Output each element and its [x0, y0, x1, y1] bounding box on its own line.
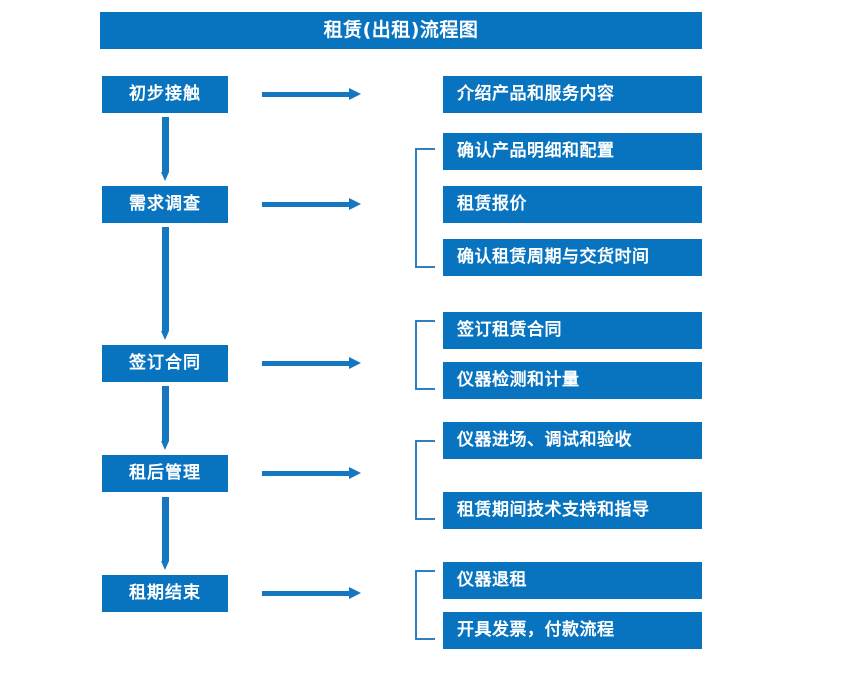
right-arrow-icon-5: [262, 586, 361, 600]
group-bracket-4: [415, 570, 435, 640]
detail-box-2[interactable]: 确认产品明细和配置: [443, 133, 702, 170]
stage-box-2[interactable]: 需求调查: [102, 186, 228, 223]
detail-box-5[interactable]: 签订租赁合同: [443, 312, 702, 349]
detail-box-7[interactable]: 仪器进场、调试和验收: [443, 422, 702, 459]
detail-box-8[interactable]: 租赁期间技术支持和指导: [443, 492, 702, 529]
stage-box-4[interactable]: 租后管理: [102, 455, 228, 492]
stage-label-2: 需求调查: [129, 194, 201, 214]
group-bracket-1: [415, 148, 435, 268]
detail-label-1: 介绍产品和服务内容: [457, 84, 615, 104]
stage-label-1: 初步接触: [129, 84, 201, 104]
detail-label-3: 租赁报价: [457, 194, 527, 214]
down-arrow-icon-3: [161, 386, 170, 450]
detail-box-1[interactable]: 介绍产品和服务内容: [443, 76, 702, 113]
right-arrow-icon-4: [262, 466, 361, 480]
stage-label-4: 租后管理: [129, 463, 201, 483]
detail-label-9: 仪器退租: [457, 570, 527, 590]
detail-box-3[interactable]: 租赁报价: [443, 186, 702, 223]
detail-box-9[interactable]: 仪器退租: [443, 562, 702, 599]
stage-label-5: 租期结束: [129, 583, 201, 603]
detail-label-2: 确认产品明细和配置: [457, 141, 615, 161]
group-bracket-2: [415, 320, 435, 390]
right-arrow-icon-2: [262, 197, 361, 211]
page-title: 租赁(出租)流程图: [323, 19, 479, 41]
right-arrow-icon-3: [262, 356, 361, 370]
right-arrow-icon-1: [262, 87, 361, 101]
down-arrow-icon-1: [161, 117, 170, 181]
detail-label-4: 确认租赁周期与交货时间: [457, 247, 650, 267]
stage-box-3[interactable]: 签订合同: [102, 345, 228, 382]
stage-label-3: 签订合同: [129, 353, 201, 373]
detail-label-7: 仪器进场、调试和验收: [457, 430, 632, 450]
detail-box-10[interactable]: 开具发票，付款流程: [443, 612, 702, 649]
stage-box-5[interactable]: 租期结束: [102, 575, 228, 612]
detail-box-4[interactable]: 确认租赁周期与交货时间: [443, 239, 702, 276]
detail-label-10: 开具发票，付款流程: [457, 620, 615, 640]
stage-box-1[interactable]: 初步接触: [102, 76, 228, 113]
detail-label-6: 仪器检测和计量: [457, 370, 580, 390]
down-arrow-icon-4: [161, 497, 170, 570]
detail-box-6[interactable]: 仪器检测和计量: [443, 362, 702, 399]
down-arrow-icon-2: [161, 227, 170, 340]
detail-label-5: 签订租赁合同: [457, 320, 562, 340]
chart-title-banner: 租赁(出租)流程图: [100, 12, 702, 49]
group-bracket-3: [415, 440, 435, 520]
detail-label-8: 租赁期间技术支持和指导: [457, 500, 650, 520]
